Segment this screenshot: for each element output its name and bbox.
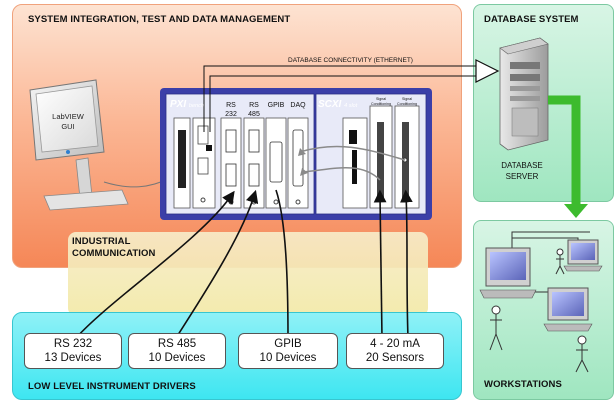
pxi-subtext: bench (188, 103, 204, 109)
database-server-icon (499, 37, 549, 151)
labview-label-line2: GUI (61, 122, 75, 131)
server-label-line1: DATABASE (501, 161, 543, 170)
signal-label-line2: Conditioning (397, 102, 417, 106)
scxi-label: SCXI 4 slot (318, 99, 357, 110)
ethernet-arrow-icon (475, 59, 500, 83)
rs232-devices-box: RS 232 13 Devices (24, 333, 122, 369)
industrial-title-line1: INDUSTRIAL (72, 236, 131, 247)
workstation-icon (555, 239, 603, 275)
sensors-box: 4 - 20 mA 20 Sensors (346, 333, 444, 369)
box-line2: 20 Sensors (365, 352, 425, 364)
industrial-panel-title: INDUSTRIAL COMMUNICATION (72, 236, 155, 260)
scxi-subtext: 4 slot (344, 103, 358, 109)
server-to-workstations-arrow (548, 95, 581, 206)
scxi-text: SCXI (318, 99, 342, 110)
module-label-gpib: GPIB (267, 102, 285, 109)
box-line2: 13 Devices (44, 352, 102, 364)
rs485-devices-box: RS 485 10 Devices (128, 333, 226, 369)
box-line1: RS 485 (157, 338, 197, 350)
low-level-panel-title: LOW LEVEL INSTRUMENT DRIVERS (28, 381, 196, 392)
module-label-line2: 232 (225, 111, 237, 118)
database-panel-title: DATABASE SYSTEM (484, 14, 579, 25)
signal-label-line2: Conditioning (371, 102, 391, 106)
box-line1: RS 232 (53, 338, 93, 350)
labview-label-line1: LabVIEW (52, 112, 84, 121)
box-line1: 4 - 20 mA (370, 338, 420, 350)
module-label-rs232: RS 232 (221, 101, 241, 119)
labview-gui-label: LabVIEW GUI (46, 112, 90, 132)
signal-label-line1: Signal (376, 97, 386, 101)
box-line1: GPIB (274, 338, 302, 350)
module-label-daq: DAQ (290, 102, 306, 109)
system-panel-title: SYSTEM INTEGRATION, TEST AND DATA MANAGE… (28, 14, 291, 25)
database-server-label: DATABASE SERVER (494, 160, 550, 182)
industrial-title-line2: COMMUNICATION (72, 248, 156, 259)
box-line2: 10 Devices (148, 352, 206, 364)
box-line2: 10 Devices (259, 352, 317, 364)
server-label-line2: SERVER (505, 172, 539, 181)
workstation-icon (543, 287, 593, 373)
signal-conditioning-label-2: Signal Conditioning (395, 97, 419, 107)
gpib-devices-box: GPIB 10 Devices (238, 333, 338, 369)
workstation-icon (479, 247, 537, 351)
signal-label-line1: Signal (402, 97, 412, 101)
pxi-label: PXI bench (170, 99, 204, 110)
module-label-line1: RS (226, 102, 236, 109)
module-label-line1: RS (249, 102, 259, 109)
database-connectivity-label: DATABASE CONNECTIVITY (ETHERNET) (288, 57, 413, 64)
industrial-communication-panel (68, 232, 428, 316)
pxi-text: PXI (170, 99, 187, 110)
signal-conditioning-label-1: Signal Conditioning (369, 97, 393, 107)
workstations-panel-title: WORKSTATIONS (484, 379, 562, 390)
module-label-rs485: RS 485 (244, 101, 264, 119)
module-label-line2: 485 (248, 111, 260, 118)
labview-pc-icon (29, 79, 171, 211)
